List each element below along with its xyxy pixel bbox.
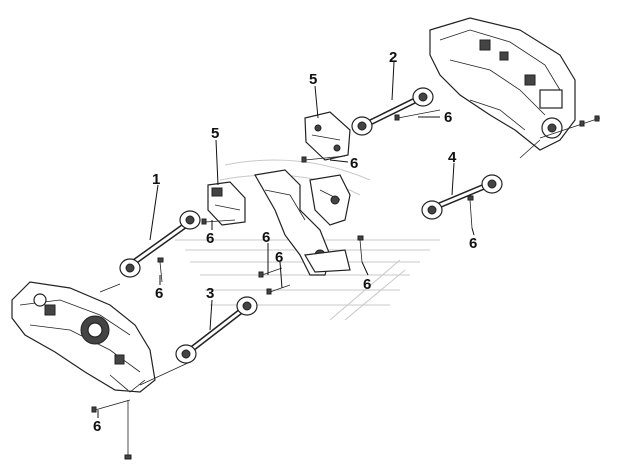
callout-6-bracket-lower-bolt: 6	[363, 276, 371, 293]
callout-6-rod2-bolt: 6	[444, 109, 452, 126]
callouts: 1 2 3 4 5 5 6 6 6 6 6 6 6 6 6	[93, 49, 477, 435]
bolts	[91, 109, 601, 460]
callout-6-rod1-bolt: 6	[155, 285, 163, 302]
callout-6-bracket-bolt: 6	[206, 230, 214, 247]
callout-5-left: 5	[211, 125, 219, 142]
callout-6-bottom-bolt: 6	[93, 418, 101, 435]
callout-6-rod4-bolt: 6	[469, 235, 477, 252]
torque-rod-2	[351, 87, 434, 136]
mounting-bracket-left	[207, 181, 246, 226]
callout-5-upper: 5	[309, 71, 317, 88]
callout-4: 4	[448, 149, 457, 166]
front-axle-housing	[11, 281, 156, 393]
leader-lines	[97, 61, 475, 418]
callout-6-center-bolt-b: 6	[275, 249, 283, 266]
torque-rod-4	[421, 174, 503, 220]
callout-1: 1	[152, 171, 160, 188]
rear-axle-housing	[429, 17, 576, 151]
torque-rod-3	[175, 296, 258, 364]
callout-6-plate-bolt: 6	[350, 155, 358, 172]
callout-3: 3	[206, 285, 214, 302]
mounting-plate-upper	[304, 111, 351, 161]
torque-rod-1	[119, 210, 201, 278]
callout-6-center-bolt-a: 6	[262, 229, 270, 246]
center-bracket-assembly	[254, 169, 351, 276]
callout-2: 2	[389, 49, 397, 66]
